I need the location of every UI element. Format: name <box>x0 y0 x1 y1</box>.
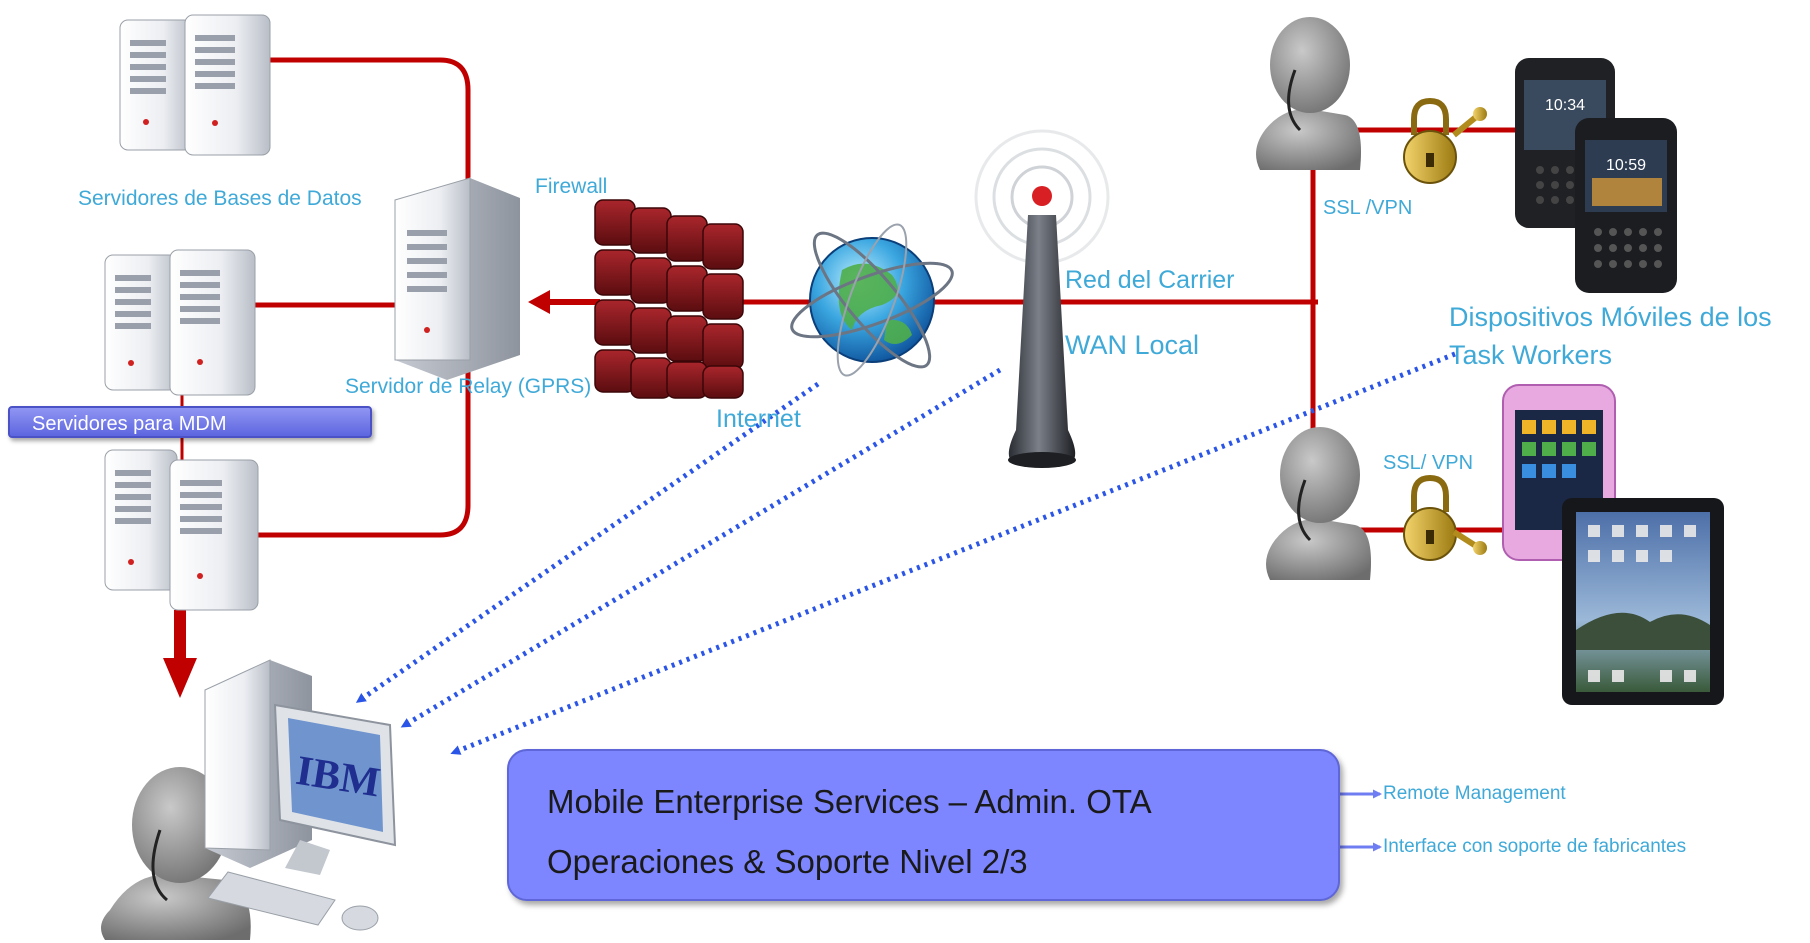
db-servers-label: Servidores de Bases de Datos <box>78 187 362 210</box>
mdm-servers-banner: Servidores para MDM <box>8 406 372 438</box>
down-arrow-shaft <box>174 610 186 660</box>
server-icon <box>169 459 259 611</box>
output-arrows <box>1340 789 1382 852</box>
vendor-interface-label: Interface con soporte de fabricantes <box>1383 836 1687 857</box>
relay-server-icon <box>394 177 520 380</box>
padlock-icon <box>1403 97 1487 184</box>
phone-icon: 10:59 <box>1575 118 1677 293</box>
mobile-devices-label-1: Dispositivos Móviles de los <box>1449 302 1772 332</box>
server-icon <box>169 249 256 396</box>
svg-text:10:34: 10:34 <box>1545 97 1585 114</box>
ssl-vpn-bottom-label: SSL/ VPN <box>1383 452 1474 474</box>
workstation-icon: IBM <box>204 659 397 931</box>
app-servers <box>104 449 259 611</box>
server-icon <box>184 14 271 156</box>
down-arrow-head <box>163 658 197 698</box>
devices-to-admin-arrow <box>450 351 1456 755</box>
svg-text:10:59: 10:59 <box>1606 157 1646 174</box>
mobile-devices-label-2: Task Workers <box>1449 340 1613 370</box>
person-icon <box>1256 17 1361 170</box>
local-wan-label: WAN Local <box>1065 330 1200 360</box>
carrier-network-label: Red del Carrier <box>1065 266 1235 294</box>
server-icon <box>104 254 178 391</box>
person-icon <box>1266 427 1371 580</box>
mdm-servers-label: Servidores para MDM <box>32 413 227 435</box>
service-line-1: Mobile Enterprise Services – Admin. OTA <box>547 783 1152 820</box>
globe-icon <box>790 223 954 377</box>
tablet-icon <box>1562 498 1724 705</box>
antenna-icon <box>974 129 1110 468</box>
firewall-icon <box>594 199 744 399</box>
relay-server-label: Servidor de Relay (GPRS) <box>345 375 592 398</box>
dotted-arrows <box>355 351 1456 755</box>
firewall-label: Firewall <box>535 175 608 198</box>
service-box: Mobile Enterprise Services – Admin. OTA … <box>507 749 1340 901</box>
mdm-servers <box>104 249 256 396</box>
ssl-vpn-top-label: SSL /VPN <box>1323 197 1413 219</box>
db-servers <box>119 14 271 156</box>
internet-label: Internet <box>716 405 801 433</box>
server-icon <box>119 19 193 151</box>
padlock-icon <box>1403 474 1487 561</box>
wan-to-admin-arrow <box>400 367 1002 728</box>
remote-management-label: Remote Management <box>1383 783 1566 804</box>
server-icon <box>104 449 178 591</box>
relay-arrow-head <box>528 290 550 314</box>
service-line-2: Operaciones & Soporte Nivel 2/3 <box>547 843 1028 880</box>
